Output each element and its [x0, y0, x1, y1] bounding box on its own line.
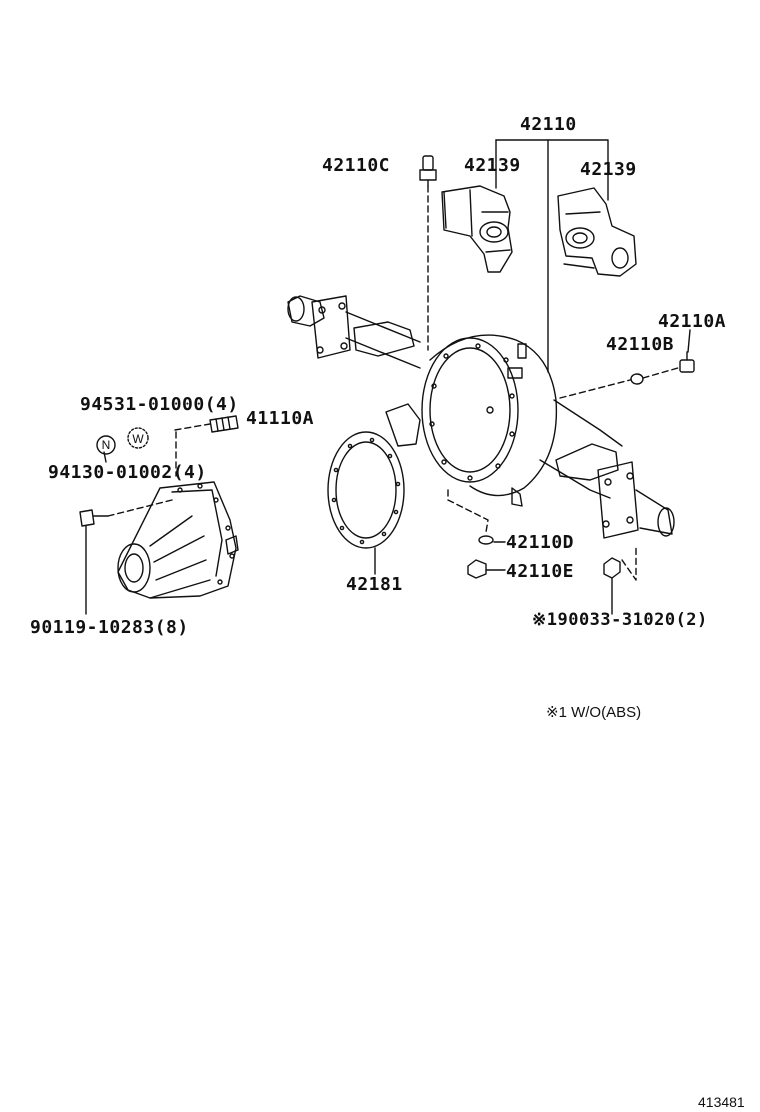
- callout-90119[interactable]: 90119-10283(8): [30, 617, 189, 638]
- plug-42110a: [679, 351, 695, 373]
- callout-94531[interactable]: 94531-01000(4): [80, 394, 239, 415]
- spring-seat-right-42139: [557, 187, 637, 277]
- gasket-42110d: [478, 535, 494, 545]
- nut-symbol-letter: N: [102, 438, 111, 452]
- callout-42181[interactable]: 42181: [346, 574, 403, 595]
- leader-lines: [85, 139, 691, 615]
- callout-42110a[interactable]: 42110A: [658, 311, 727, 332]
- stud-41110a: [209, 415, 239, 433]
- nut-90033: [603, 557, 621, 579]
- washer-symbol-letter: W: [132, 432, 144, 446]
- callout-41110a[interactable]: 41110A: [246, 408, 315, 429]
- callout-42110c[interactable]: 42110C: [322, 155, 391, 176]
- differential-carrier: [117, 481, 239, 599]
- figure-id: 413481: [698, 1094, 745, 1110]
- callout-42110[interactable]: 42110: [520, 114, 577, 135]
- callout-42110d[interactable]: 42110D: [506, 532, 575, 553]
- callout-42110e[interactable]: 42110E: [506, 561, 575, 582]
- washer-42110b: [630, 373, 644, 385]
- abs-note: ※1 W/O(ABS): [546, 704, 642, 721]
- gasket-42181: [327, 431, 405, 549]
- nut-symbol: [96, 435, 116, 455]
- callout-90033[interactable]: ※190033-31020(2): [532, 610, 708, 630]
- plug-42110e: [467, 559, 487, 579]
- callout-42139-right[interactable]: 42139: [580, 159, 637, 180]
- callout-42139-left[interactable]: 42139: [464, 155, 521, 176]
- breather-plug-42110c: [419, 155, 437, 187]
- spring-seat-left-42139: [441, 185, 513, 273]
- washer-symbol: [127, 427, 149, 449]
- callout-42110b[interactable]: 42110B: [606, 334, 675, 355]
- callout-94130[interactable]: 94130-01002(4): [48, 462, 207, 483]
- axle-housing-42110: [287, 295, 675, 539]
- bolt-90119: [79, 509, 109, 527]
